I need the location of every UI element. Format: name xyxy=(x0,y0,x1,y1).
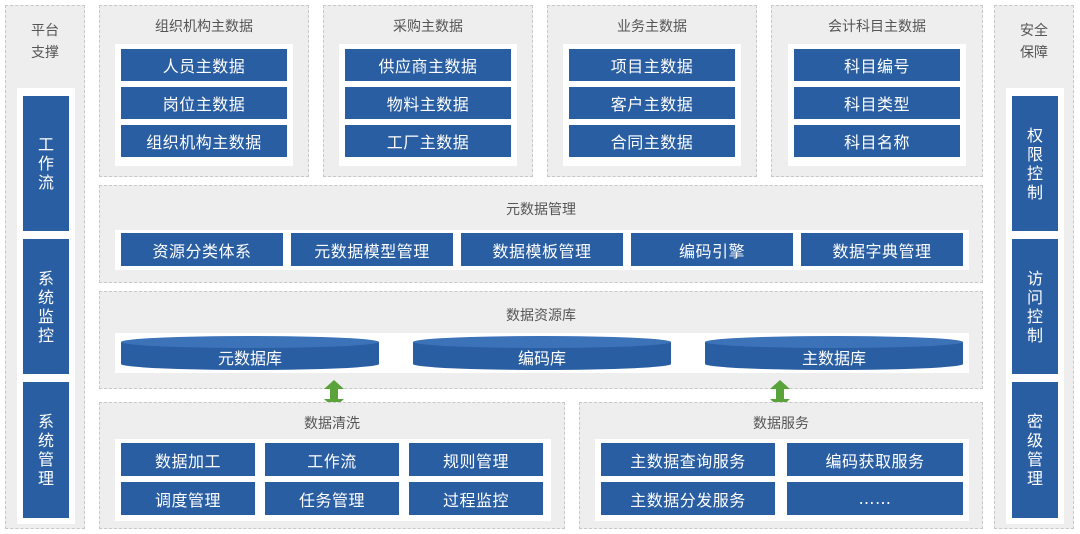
data-service-title: 数据服务 xyxy=(753,416,809,432)
master-distribution-service-box: 主数据分发服务 xyxy=(601,482,775,515)
personnel-master-box: 人员主数据 xyxy=(121,49,287,81)
data-cleaning-title: 数据清洗 xyxy=(304,416,360,432)
factory-master-box: 工厂主数据 xyxy=(345,125,511,157)
process-monitor-box: 过程监控 xyxy=(409,482,543,515)
account-code-box: 科目编号 xyxy=(794,49,960,81)
rule-management-box: 规则管理 xyxy=(409,443,543,476)
resource-classification-box: 资源分类体系 xyxy=(121,233,283,266)
metadata-management-list: 资源分类体系 元数据模型管理 数据模板管理 编码引擎 数据字典管理 xyxy=(115,230,969,270)
security-list: 权限控制 访问控制 密级管理 xyxy=(1006,88,1064,524)
account-name-box: 科目名称 xyxy=(794,125,960,157)
code-fetch-service-box: 编码获取服务 xyxy=(787,443,963,476)
data-dictionary-box: 数据字典管理 xyxy=(801,233,963,266)
cleaning-bidirectional-arrow-icon xyxy=(324,380,344,408)
data-cleaning-list: 数据加工 工作流 规则管理 调度管理 任务管理 过程监控 xyxy=(115,439,551,521)
schedule-management-box: 调度管理 xyxy=(121,482,255,515)
material-master-box: 物料主数据 xyxy=(345,87,511,119)
platform-support-panel: 平台 支撑 工作流 系统监控 系统管理 xyxy=(5,5,85,529)
code-db-cylinder: 编码库 xyxy=(413,336,671,370)
master-query-service-box: 主数据查询服务 xyxy=(601,443,775,476)
workflow-box: 工作流 xyxy=(23,96,69,231)
supplier-master-box: 供应商主数据 xyxy=(345,49,511,81)
task-management-box: 任务管理 xyxy=(265,482,399,515)
security-panel: 安全 保障 权限控制 访问控制 密级管理 xyxy=(994,5,1074,529)
system-management-box: 系统管理 xyxy=(23,382,69,518)
permission-control-box: 权限控制 xyxy=(1012,96,1058,231)
data-repository-list: 元数据库 编码库 主数据库 xyxy=(115,333,969,373)
master-db-label: 主数据库 xyxy=(801,349,866,368)
business-master-data-title: 业务主数据 xyxy=(617,19,687,35)
position-master-box: 岗位主数据 xyxy=(121,87,287,119)
data-service-list: 主数据查询服务 编码获取服务 主数据分发服务 …… xyxy=(595,439,969,521)
business-master-data-list: 项目主数据 客户主数据 合同主数据 xyxy=(563,44,741,166)
accounting-master-data-panel: 会计科目主数据 科目编号 科目类型 科目名称 xyxy=(771,5,983,177)
data-cleaning-panel: 数据清洗 数据加工 工作流 规则管理 调度管理 任务管理 过程监控 xyxy=(99,402,565,529)
metadata-db-cylinder: 元数据库 xyxy=(121,336,379,370)
accounting-master-data-list: 科目编号 科目类型 科目名称 xyxy=(788,44,966,166)
data-processing-box: 数据加工 xyxy=(121,443,255,476)
project-master-box: 项目主数据 xyxy=(569,49,735,81)
org-master-box: 组织机构主数据 xyxy=(121,125,287,157)
code-db-label: 编码库 xyxy=(517,349,566,368)
coding-engine-box: 编码引擎 xyxy=(631,233,793,266)
data-repository-panel: 数据资源库 元数据库 编码库 主数据库 xyxy=(99,291,983,389)
org-master-data-title: 组织机构主数据 xyxy=(155,19,253,35)
purchase-master-data-panel: 采购主数据 供应商主数据 物料主数据 工厂主数据 xyxy=(323,5,533,177)
business-master-data-panel: 业务主数据 项目主数据 客户主数据 合同主数据 xyxy=(547,5,757,177)
security-title: 安全 保障 xyxy=(1020,23,1048,61)
data-service-panel: 数据服务 主数据查询服务 编码获取服务 主数据分发服务 …… xyxy=(579,402,983,529)
data-repository-title: 数据资源库 xyxy=(506,308,576,324)
purchase-master-data-list: 供应商主数据 物料主数据 工厂主数据 xyxy=(339,44,517,166)
platform-support-list: 工作流 系统监控 系统管理 xyxy=(17,88,75,524)
system-monitor-box: 系统监控 xyxy=(23,239,69,374)
accounting-master-data-title: 会计科目主数据 xyxy=(828,19,926,35)
classification-management-box: 密级管理 xyxy=(1012,382,1058,518)
platform-support-title: 平台 支撑 xyxy=(31,23,59,61)
purchase-master-data-title: 采购主数据 xyxy=(393,19,463,35)
org-master-data-panel: 组织机构主数据 人员主数据 岗位主数据 组织机构主数据 xyxy=(99,5,309,177)
metadata-db-label: 元数据库 xyxy=(217,349,282,368)
metadata-management-title: 元数据管理 xyxy=(506,202,576,218)
data-template-box: 数据模板管理 xyxy=(461,233,623,266)
metadata-management-panel: 元数据管理 资源分类体系 元数据模型管理 数据模板管理 编码引擎 数据字典管理 xyxy=(99,185,983,283)
account-type-box: 科目类型 xyxy=(794,87,960,119)
cleaning-workflow-box: 工作流 xyxy=(265,443,399,476)
metadata-model-box: 元数据模型管理 xyxy=(291,233,453,266)
access-control-box: 访问控制 xyxy=(1012,239,1058,374)
more-services-box: …… xyxy=(787,482,963,515)
contract-master-box: 合同主数据 xyxy=(569,125,735,157)
customer-master-box: 客户主数据 xyxy=(569,87,735,119)
service-bidirectional-arrow-icon xyxy=(770,380,790,408)
master-db-cylinder: 主数据库 xyxy=(705,336,963,370)
org-master-data-list: 人员主数据 岗位主数据 组织机构主数据 xyxy=(115,44,293,166)
